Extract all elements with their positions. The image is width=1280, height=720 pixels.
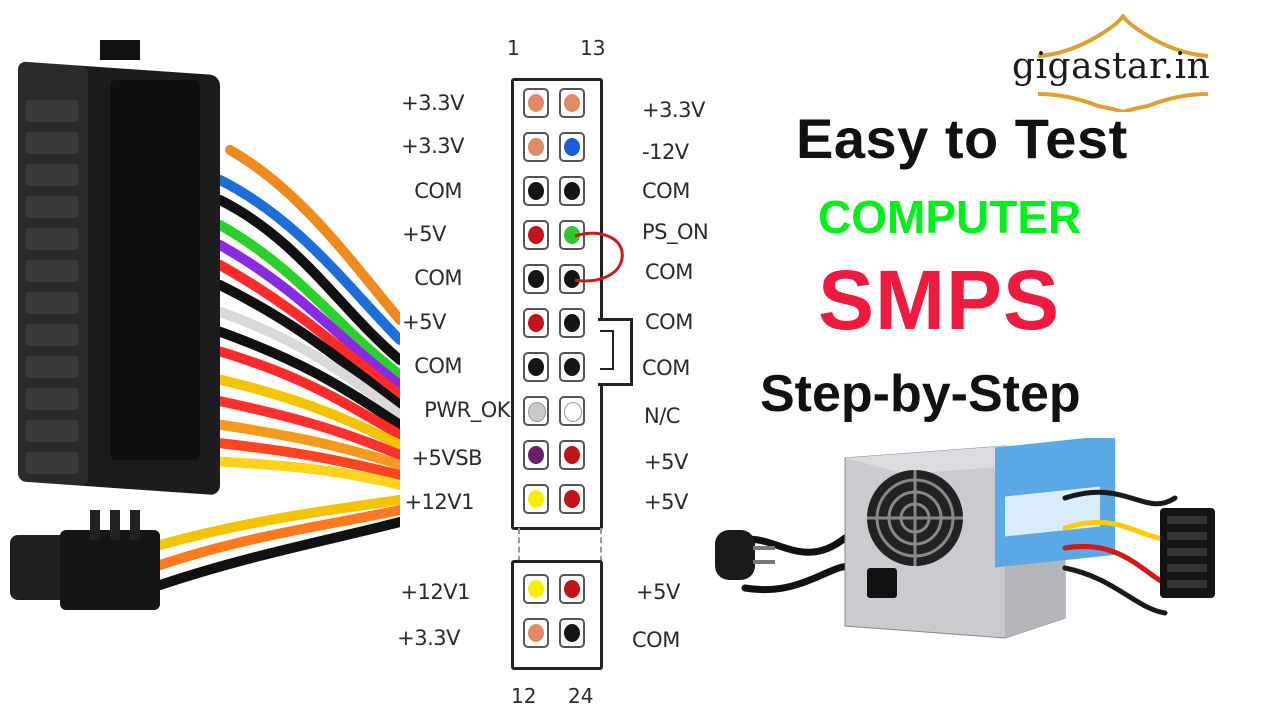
pin-label-right: +5V [636,580,680,604]
pin-slot-left [523,618,549,648]
pin-slot-right [559,618,585,648]
pin-number-12: 12 [511,684,537,708]
pin-slot-left [523,176,549,206]
pin-wire-color [528,358,544,376]
pin-slot-right [559,88,585,118]
pin-wire-color [564,446,580,464]
pin-label-right: N/C [644,404,680,428]
pin-wire-color [528,580,544,598]
pin-wire-color [564,226,580,244]
pin-label-right: COM [645,260,693,284]
pin-wire-color [564,94,580,112]
pin-number-13: 13 [580,36,606,60]
psu-box [844,438,1115,639]
plug-body-4pin [10,510,160,610]
atx-connector-illustration [10,40,400,610]
power-plug [715,530,775,580]
pin-label-right: COM [632,628,680,652]
pin-slot-left [523,220,549,250]
pin-slot-right [559,352,585,382]
pin-label-left: +5V [402,310,446,334]
heading-step-by-step: Step-by-Step [760,365,1081,423]
pin-label-left: +12V1 [400,580,470,604]
pin-label-left: +3.3V [401,134,464,158]
pin-wire-color [528,490,544,508]
pin-wire-color [528,226,544,244]
pin-wire-color [564,490,580,508]
pin-slot-right [559,484,585,514]
pin-slot-left [523,308,549,338]
pin-wire-color [528,94,544,112]
pin-wire-color [564,358,580,376]
connector-latch [598,318,633,386]
pin-slot-right [559,176,585,206]
pin-slot-left [523,484,549,514]
pin-wire-color [528,446,544,464]
pin-label-right: COM [645,310,693,334]
pin-label-right: +5V [644,490,688,514]
connector-split-marker [518,528,602,562]
pin-label-right: +3.3V [642,98,705,122]
pin-slot-left [523,440,549,470]
pin-wire-color [564,270,580,288]
wire-bundle [155,145,400,590]
heading-smps: SMPS [818,253,1061,347]
pin-wire-color [564,402,582,422]
pin-wire-color [528,314,544,332]
pin-label-right: COM [642,356,690,380]
psu-unit-illustration [715,438,1215,639]
pin-slot-right [559,132,585,162]
pin-wire-color [564,624,580,642]
pin-label-left: +3.3V [397,626,460,650]
heading-easy-to-test: Easy to Test [796,107,1128,170]
pin-slot-right [559,396,585,426]
pin-number-1: 1 [507,36,520,60]
pin-label-right: PS_ON [642,220,709,244]
pin-slot-left [523,574,549,604]
pin-label-right: +5V [644,450,688,474]
pin-wire-color [528,138,544,156]
plug-body-24pin [18,40,220,495]
pin-label-right: -12V [642,140,689,164]
pin-wire-color [528,624,544,642]
pin-slot-right [559,574,585,604]
pin-slot-right [559,308,585,338]
pin-wire-color [564,580,580,598]
pin-wire-color [564,138,580,156]
pin-slot-left [523,132,549,162]
pin-label-left: +5VSB [411,446,482,470]
jumper-wire [574,231,624,283]
heading-computer: COMPUTER [818,191,1082,243]
pin-label-right: COM [642,179,690,203]
pin-slot-left [523,88,549,118]
pin-wire-color [528,270,544,288]
pin-wire-color [528,402,546,422]
logo-crest [1037,14,1209,112]
pin-slot-left [523,352,549,382]
pin-label-left: +3.3V [401,91,464,115]
pin-wire-color [564,314,580,332]
pin-slot-left [523,396,549,426]
pin-slot-left [523,264,549,294]
pin-label-left: +5V [402,222,446,246]
pin-number-24: 24 [568,684,594,708]
pin-slot-right [559,264,585,294]
pin-label-left: +12V1 [404,490,474,514]
pin-wire-color [528,182,544,200]
site-logo-text: gigastar.in [1012,46,1211,87]
pin-label-left: COM [414,266,462,290]
pin-wire-color [564,182,580,200]
pin-label-left: PWR_OK [424,398,510,422]
pin-slot-right [559,440,585,470]
connector-latch-slot [600,330,614,370]
output-connector [1160,508,1215,598]
pin-label-left: COM [414,179,462,203]
pin-label-left: COM [414,354,462,378]
